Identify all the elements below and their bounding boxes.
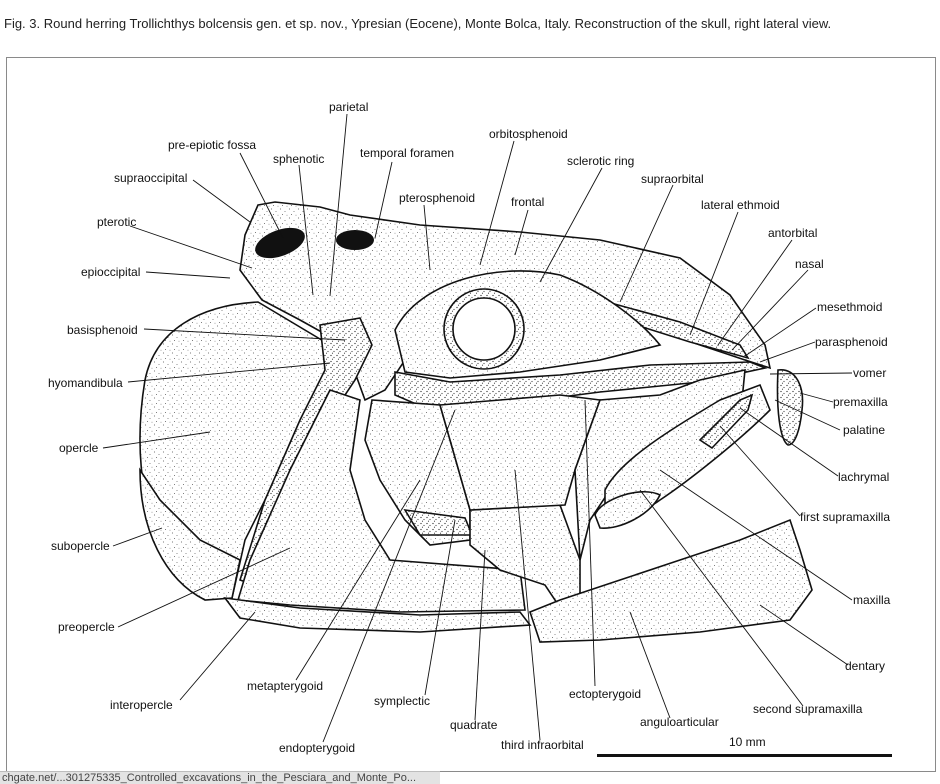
- label-opercle: opercle: [59, 441, 99, 455]
- eye-interior: [452, 297, 516, 361]
- label-mesethmoid: mesethmoid: [817, 300, 882, 314]
- label-anguloarticular: anguloarticular: [640, 715, 719, 729]
- label-temporal-foramen: temporal foramen: [360, 146, 454, 160]
- label-first-supramaxilla: first supramaxilla: [800, 510, 890, 524]
- label-second-supramaxilla: second supramaxilla: [753, 702, 863, 716]
- source-url-bar: chgate.net/...301275335_Controlled_excav…: [0, 771, 440, 784]
- label-parietal: parietal: [329, 100, 368, 114]
- lower-jaw: [529, 518, 813, 643]
- lachrymal-bone: [698, 393, 754, 450]
- label-pterosphenoid: pterosphenoid: [399, 191, 475, 205]
- label-parasphenoid: parasphenoid: [815, 335, 888, 349]
- label-quadrate: quadrate: [450, 718, 498, 732]
- label-sclerotic-ring: sclerotic ring: [567, 154, 634, 168]
- anatomy-labels: parietal pre-epiotic fossa sphenotic tem…: [48, 100, 891, 755]
- label-preopercle: preopercle: [58, 620, 115, 634]
- label-hyomandibula: hyomandibula: [48, 376, 123, 390]
- label-supraoccipital: supraoccipital: [114, 171, 187, 185]
- label-lachrymal: lachrymal: [838, 470, 889, 484]
- label-metapterygoid: metapterygoid: [247, 679, 323, 693]
- premaxilla-bone: [776, 369, 804, 446]
- label-maxilla: maxilla: [853, 593, 891, 607]
- interopercle-bone: [223, 596, 532, 633]
- label-antorbital: antorbital: [768, 226, 817, 240]
- label-sphenotic: sphenotic: [273, 152, 324, 166]
- label-subopercle: subopercle: [51, 539, 110, 553]
- label-basisphenoid: basisphenoid: [67, 323, 138, 337]
- label-pterotic: pterotic: [97, 215, 136, 229]
- label-supraorbital: supraorbital: [641, 172, 704, 186]
- label-interopercle: interopercle: [110, 698, 173, 712]
- scale-bar-label: 10 mm: [729, 735, 766, 749]
- pre-epiotic-fossa-opening: [255, 227, 305, 259]
- label-frontal: frontal: [511, 195, 544, 209]
- label-palatine: palatine: [843, 423, 885, 437]
- label-ectopterygoid: ectopterygoid: [569, 687, 641, 701]
- temporal-foramen-opening: [336, 230, 374, 250]
- label-orbitosphenoid: orbitosphenoid: [489, 127, 568, 141]
- label-vomer: vomer: [853, 366, 886, 380]
- label-premaxilla: premaxilla: [833, 395, 888, 409]
- label-nasal: nasal: [795, 257, 824, 271]
- label-symplectic: symplectic: [374, 694, 430, 708]
- label-endopterygoid: endopterygoid: [279, 741, 355, 755]
- second-supramaxilla-bone: [594, 490, 662, 529]
- label-dentary: dentary: [845, 659, 885, 673]
- label-pre-epiotic-fossa: pre-epiotic fossa: [168, 138, 256, 152]
- preopercle-bone: [236, 389, 526, 613]
- label-lateral-ethmoid: lateral ethmoid: [701, 198, 780, 212]
- scale-bar: 10 mm: [597, 735, 892, 757]
- skull-bones: [139, 201, 813, 643]
- label-third-infraorbital: third infraorbital: [501, 738, 584, 752]
- scale-bar-line: [597, 754, 892, 757]
- figure-caption: Fig. 3. Round herring Trollichthys bolce…: [4, 16, 832, 31]
- label-epioccipital: epioccipital: [81, 265, 140, 279]
- leader-lines: [102, 113, 853, 743]
